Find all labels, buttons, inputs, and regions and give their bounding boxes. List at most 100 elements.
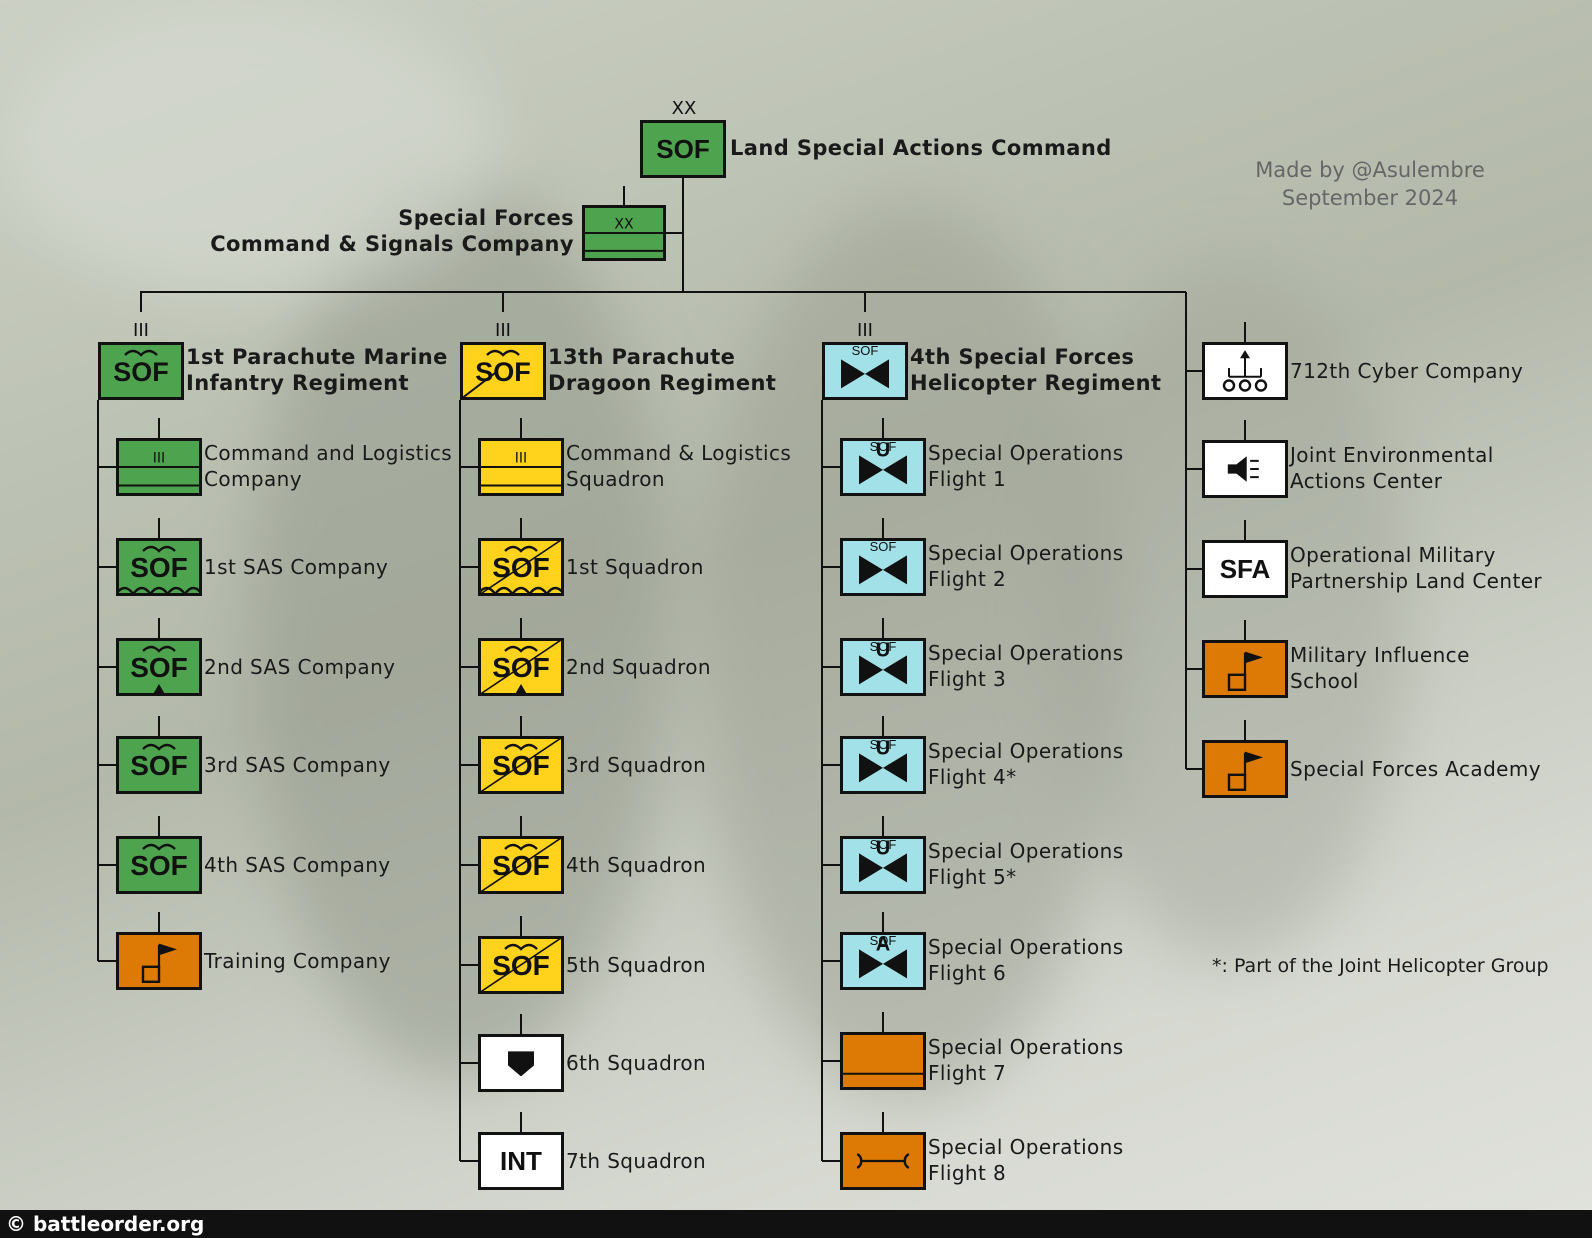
unit-label-line1: 4th Squadron — [566, 853, 707, 877]
unit-symbol — [840, 1032, 926, 1090]
hq-company-symbol: XX — [582, 205, 666, 261]
connector-lines — [97, 178, 1246, 1162]
svg-text:SOF: SOF — [656, 134, 709, 164]
unit-symbol: SOF — [116, 638, 202, 696]
regiment-symbol: SOF — [98, 342, 184, 400]
unit-label: Training Company — [204, 948, 391, 974]
unit-label-line1: Special Operations — [928, 935, 1124, 959]
svg-text:U: U — [876, 838, 890, 860]
unit-label-line1: 3rd SAS Company — [204, 753, 391, 777]
regiment-label-line1: 4th Special Forces — [910, 345, 1135, 369]
regiment-label-line1: 1st Parachute Marine — [186, 345, 448, 369]
regiment-label-line2: Infantry Regiment — [186, 371, 409, 395]
svg-text:SOF: SOF — [870, 737, 897, 752]
unit-symbol: SFA — [1202, 540, 1288, 598]
unit-label-line1: Military Influence — [1290, 643, 1470, 667]
unit-symbol: SOF — [116, 836, 202, 894]
unit-label-line1: Operational Military — [1290, 543, 1496, 567]
footnote: *: Part of the Joint Helicopter Group — [1212, 955, 1549, 977]
unit-label-line2: Squadron — [566, 467, 665, 491]
unit-label-line1: 2nd Squadron — [566, 655, 711, 679]
svg-text:SOF: SOF — [113, 357, 169, 387]
unit-symbol — [1202, 342, 1288, 400]
hq-symbol: SOF — [640, 120, 726, 178]
svg-text:U: U — [876, 738, 890, 760]
footer-credit: © battleorder.org — [6, 1212, 205, 1236]
regiment-echelon: III — [857, 320, 873, 341]
unit-label-line1: Training Company — [204, 949, 391, 973]
unit-label-line2: Partnership Land Center — [1290, 569, 1543, 593]
unit-label-line2: Flight 3 — [928, 667, 1007, 691]
unit-label-line2: Flight 5* — [928, 865, 1017, 889]
unit-symbol: SOF — [478, 736, 564, 794]
unit-label-line1: Special Operations — [928, 641, 1124, 665]
unit-label-line1: Special Operations — [928, 1135, 1124, 1159]
unit-symbol: III — [478, 438, 564, 496]
unit-label-line1: 2nd SAS Company — [204, 655, 396, 679]
svg-text:III: III — [153, 450, 165, 466]
svg-text:SOF: SOF — [870, 539, 897, 554]
unit-label: 6th Squadron — [566, 1050, 706, 1076]
unit-label-line1: Joint Environmental — [1290, 443, 1494, 467]
svg-text:SOF: SOF — [870, 639, 897, 654]
regiment-symbol: SOF — [460, 342, 546, 400]
unit-symbol — [1202, 640, 1288, 698]
unit-label-line1: Special Operations — [928, 739, 1124, 763]
unit-symbol: INT — [478, 1132, 564, 1190]
unit-symbol: SOF — [116, 736, 202, 794]
unit-label-line1: 712th Cyber Company — [1290, 359, 1524, 383]
hq-label: Land Special Actions Command — [730, 136, 1112, 160]
unit-label-line1: Special Operations — [928, 839, 1124, 863]
regiment-echelon: III — [133, 320, 149, 341]
regiment-label-line2: Helicopter Regiment — [910, 371, 1162, 395]
unit-symbol: III — [116, 438, 202, 496]
unit-label: 712th Cyber Company — [1290, 358, 1523, 384]
unit-label-line1: Command & Logistics — [566, 441, 792, 465]
svg-text:XX: XX — [614, 217, 634, 233]
regiment-echelon: III — [495, 320, 511, 341]
unit-label-line1: 3rd Squadron — [566, 753, 707, 777]
svg-text:SOF: SOF — [870, 933, 897, 948]
unit-symbol: SOF — [840, 538, 926, 596]
unit-label-line2: Actions Center — [1290, 469, 1443, 493]
unit-symbol — [1202, 440, 1288, 498]
unit-label-line1: 7th Squadron — [566, 1149, 707, 1173]
svg-text:SOF: SOF — [870, 439, 897, 454]
unit-label-line1: 4th SAS Company — [204, 853, 391, 877]
unit-label: 3rd Squadron — [566, 752, 706, 778]
unit-label: 1st Squadron — [566, 554, 704, 580]
svg-text:SOF: SOF — [852, 343, 879, 358]
svg-text:III: III — [515, 450, 527, 466]
unit-symbol: SOF — [478, 836, 564, 894]
regiment-label-line1: 13th Parachute — [548, 345, 736, 369]
unit-symbol — [478, 1034, 564, 1092]
unit-label: 2nd SAS Company — [204, 654, 395, 680]
unit-label-line2: Company — [204, 467, 302, 491]
svg-text:U: U — [876, 640, 890, 662]
unit-label-line1: Special Operations — [928, 441, 1124, 465]
unit-label-line1: Special Operations — [928, 1035, 1124, 1059]
regiment-symbol: SOF — [822, 342, 908, 400]
unit-symbol: SOF — [478, 936, 564, 994]
background-blob — [0, 0, 500, 300]
org-chart: XX SOF Land Special Actions Command Spec… — [97, 100, 1549, 1190]
unit-label: Special Forces Academy — [1290, 756, 1541, 782]
unit-label-line1: Command and Logistics — [204, 441, 453, 465]
svg-text:SFA: SFA — [1220, 554, 1271, 584]
unit-symbol — [840, 1132, 926, 1190]
unit-label: 3rd SAS Company — [204, 752, 391, 778]
svg-text:U: U — [876, 440, 890, 462]
